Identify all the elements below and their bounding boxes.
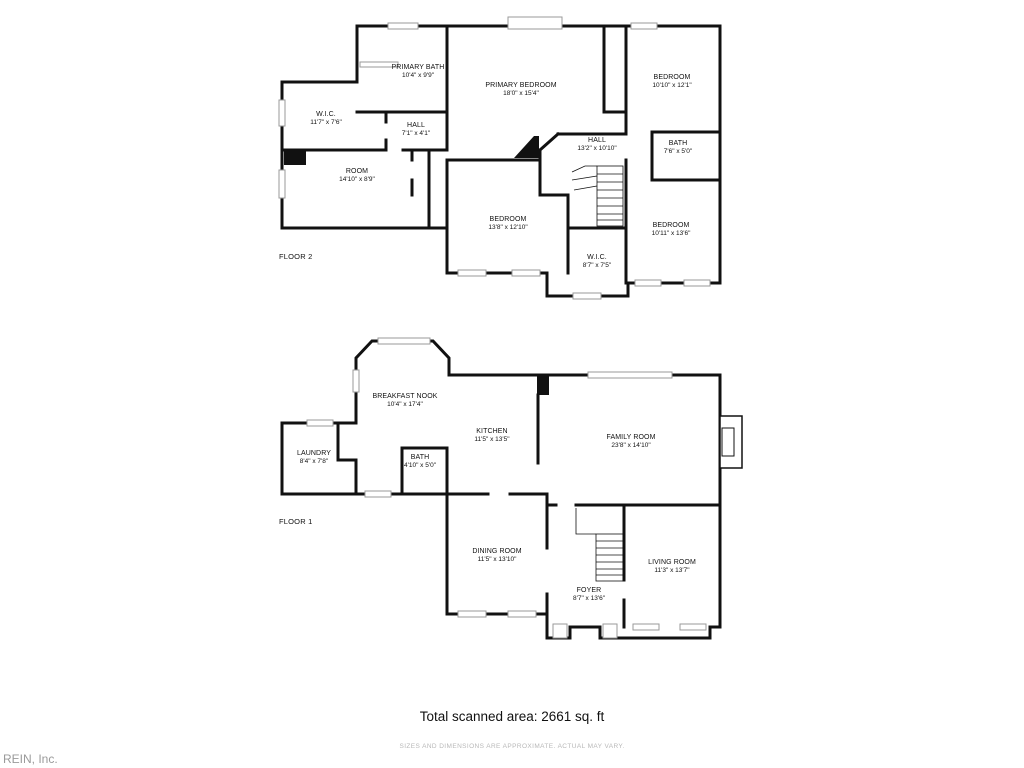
floor-2-label: FLOOR 2 — [279, 252, 313, 261]
floor-2-details — [278, 16, 711, 300]
chimney-block — [284, 151, 306, 165]
closet-wedge — [514, 136, 539, 158]
wall — [537, 131, 561, 153]
disclaimer: SIZES AND DIMENSIONS ARE APPROXIMATE. AC… — [399, 743, 625, 750]
floor-2-outer-wall — [280, 24, 722, 298]
floor-1-plan — [280, 339, 722, 640]
floor-1-label: FLOOR 1 — [279, 517, 313, 526]
windows-floor-2 — [278, 16, 711, 300]
fireplace — [719, 415, 743, 469]
staircase-floor-1 — [575, 508, 624, 582]
total-area: Total scanned area: 2661 sq. ft — [419, 709, 605, 724]
floor-1-details — [306, 337, 743, 639]
staircase-floor-2 — [571, 165, 624, 227]
watermark: REIN, Inc. — [3, 752, 58, 766]
floor-2-plan — [280, 24, 722, 298]
floor-1-outer-wall — [280, 339, 722, 640]
windows-floor-1 — [306, 337, 707, 639]
chimney-block — [537, 375, 549, 395]
